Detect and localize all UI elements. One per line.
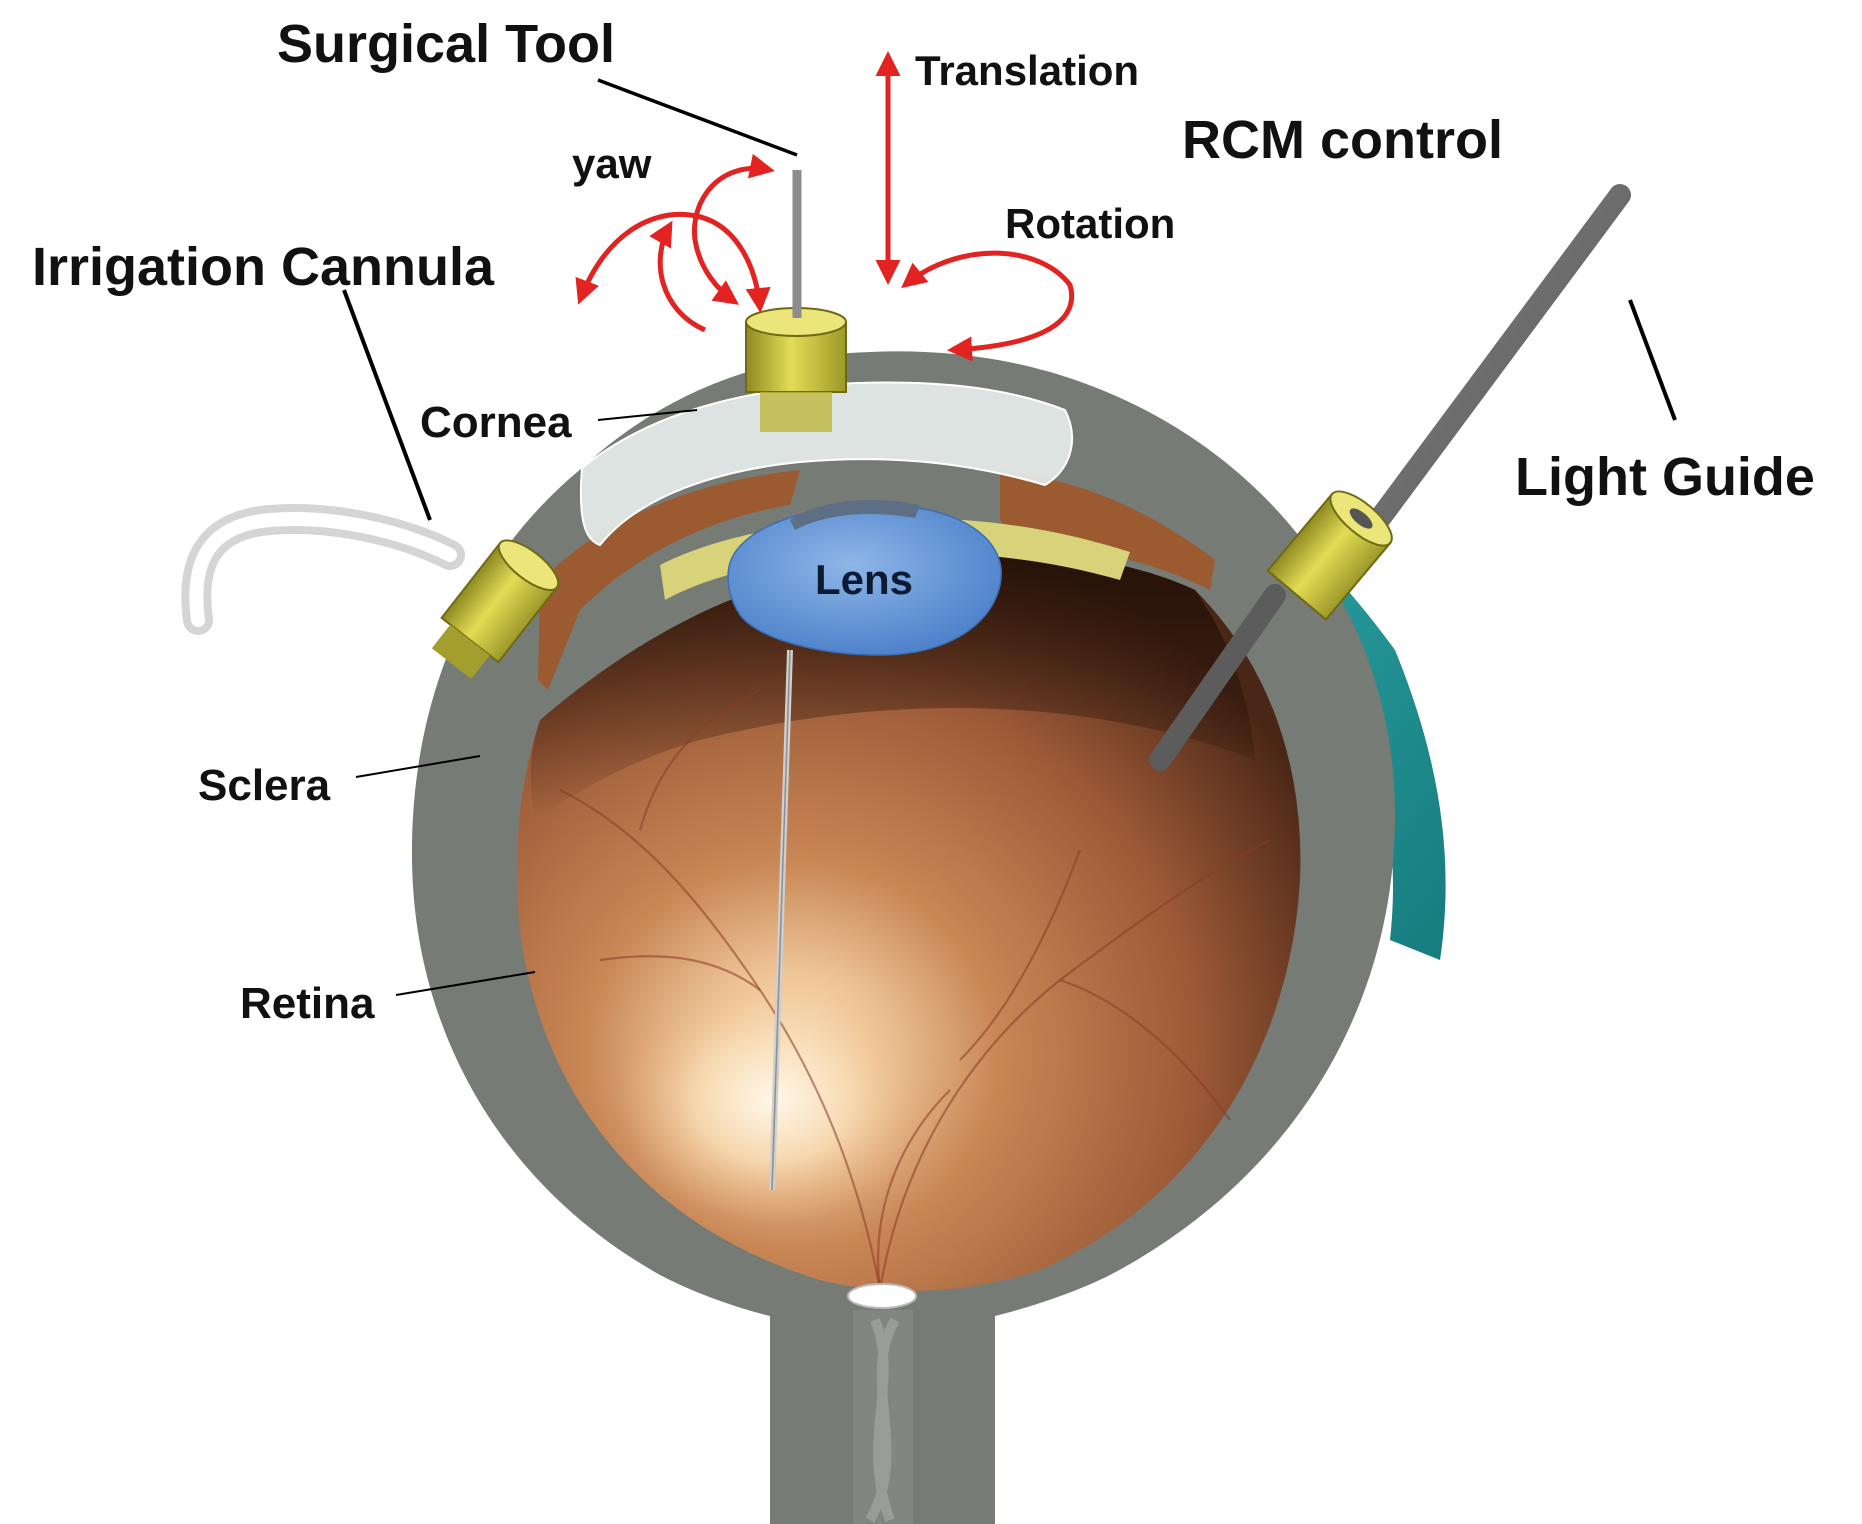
- label-lens: Lens: [815, 556, 913, 603]
- leader-surgical-tool: [597, 78, 798, 157]
- iris-right: [1000, 470, 1215, 590]
- label-cornea: Cornea: [420, 398, 572, 447]
- top-cannula: [745, 307, 847, 432]
- optic-stalk-channel: [853, 1310, 913, 1524]
- light-guide-rod-inner: [1149, 584, 1286, 771]
- lens-top-ring: [790, 500, 920, 530]
- leader-retina: [395, 971, 536, 996]
- leader-sclera: [355, 755, 481, 778]
- label-rotation: Rotation: [1005, 200, 1175, 247]
- leader-cornea: [597, 409, 698, 421]
- label-yaw: yaw: [572, 140, 652, 187]
- yaw-arrow-large: [575, 211, 771, 313]
- leader-light-guide: [1628, 299, 1677, 421]
- label-sclera: Sclera: [198, 761, 331, 810]
- irrigation-tube-highlight: [189, 512, 457, 627]
- iris-left: [538, 470, 800, 690]
- optic-disc: [847, 1283, 917, 1309]
- light-guide-cannula: [1266, 490, 1393, 621]
- surgical-tool-tip-edge: [771, 649, 791, 1191]
- label-surgical-tool: Surgical Tool: [277, 14, 615, 74]
- rotation-arrow: [901, 250, 1074, 362]
- label-retina: Retina: [240, 979, 375, 1028]
- retinal-vessels: [559, 689, 1271, 1291]
- light-guide-rod-outer: [1364, 184, 1631, 536]
- irrigation-cannula: [431, 539, 560, 680]
- leader-irrigation: [342, 289, 432, 521]
- yaw-arrow-small: [649, 220, 707, 333]
- label-light-guide: Light Guide: [1515, 447, 1815, 507]
- label-rcm-control: RCM control: [1182, 110, 1503, 170]
- label-irrigation-cannula: Irrigation Cannula: [32, 237, 495, 297]
- retina-top-shadow: [530, 554, 1255, 820]
- label-translation: Translation: [915, 47, 1139, 94]
